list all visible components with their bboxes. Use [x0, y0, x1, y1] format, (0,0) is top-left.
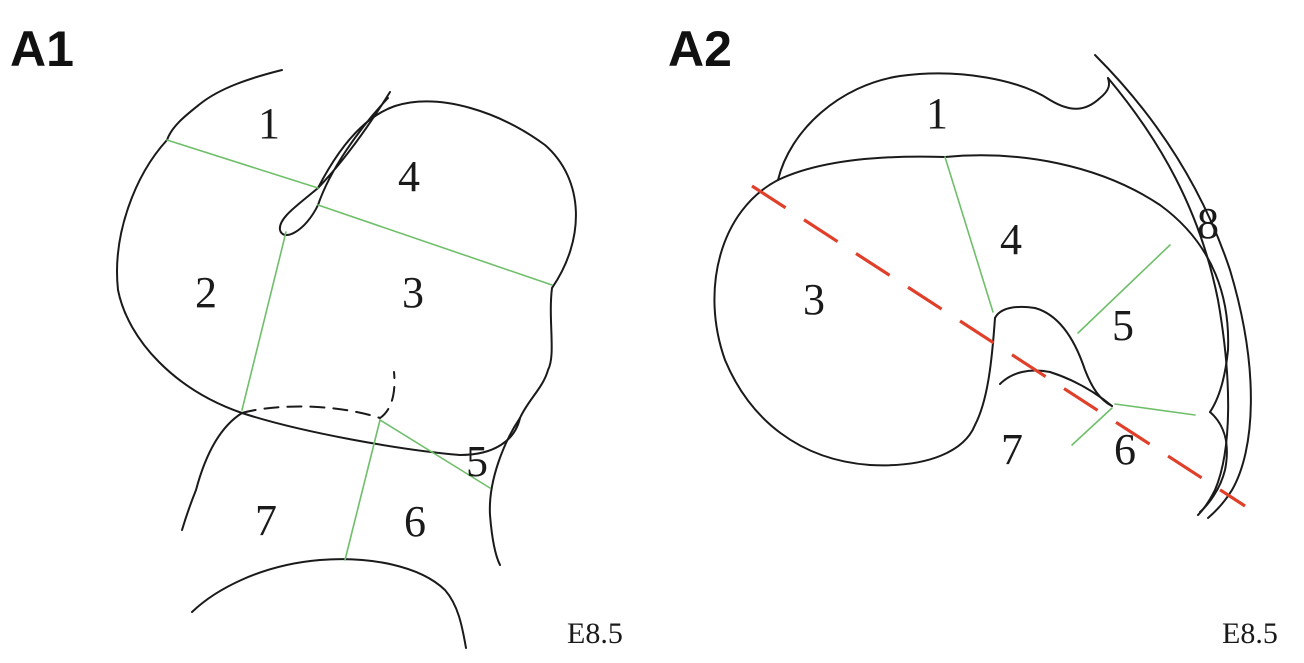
a1-region-1: 1: [258, 99, 280, 148]
a1-region1-outline: [166, 69, 283, 141]
a1-boundary-6-5: [379, 419, 491, 489]
a2-lower-notch: [999, 369, 1113, 407]
a1-stage-label: E8.5: [567, 617, 623, 650]
panel-a2-label: A2: [668, 21, 732, 77]
a2-boundary-5-6: [1114, 403, 1196, 416]
panel-a2: A2 1 3 4 5 6 7 8 E8.5: [668, 21, 1278, 650]
a2-stage-label: E8.5: [1222, 617, 1278, 650]
a2-outer-contour: [713, 179, 996, 467]
a1-region-3: 3: [402, 268, 424, 317]
a2-region8-inner: [1107, 77, 1230, 516]
a1-lower-left-contour: [181, 412, 243, 531]
a2-region-7: 7: [1001, 425, 1023, 474]
a2-region-8: 8: [1197, 199, 1219, 248]
a1-region-5: 5: [466, 437, 488, 486]
a2-boundary-1-4: [944, 156, 994, 313]
a2-region-5: 5: [1112, 301, 1134, 350]
a1-region-2: 2: [195, 268, 217, 317]
panel-a1-label: A1: [10, 21, 74, 77]
a1-tail-contour: [191, 558, 467, 649]
a1-boundary-1-2: [166, 139, 319, 189]
a2-inner-notch: [994, 305, 1113, 407]
a2-region-1: 1: [926, 89, 948, 138]
a1-region5-contour: [488, 417, 521, 566]
a1-right-lobe-contour: [317, 100, 577, 419]
a2-boundary-7-6: [1071, 407, 1113, 446]
panel-a1: A1 1 2 3 4 5 6 7 E8.5: [10, 21, 623, 650]
a1-region-7: 7: [255, 496, 277, 545]
a1-boundary-4-3: [317, 204, 553, 286]
a2-region1-outline: [777, 72, 1110, 181]
a1-region-4: 4: [398, 152, 420, 201]
a2-region-3: 3: [803, 275, 825, 324]
a2-region-6: 6: [1114, 425, 1136, 474]
a2-cut-line: [751, 184, 1246, 508]
a1-boundary-2-3: [241, 231, 287, 411]
a1-dashed-boundary: [241, 371, 396, 419]
a2-region-4: 4: [1000, 215, 1022, 264]
a2-boundary-4-5: [1077, 244, 1171, 334]
a1-boundary-7-6: [344, 419, 381, 561]
a2-body-top-contour: [777, 154, 1230, 413]
a1-notch: [278, 91, 391, 236]
a1-region-6: 6: [404, 497, 426, 546]
